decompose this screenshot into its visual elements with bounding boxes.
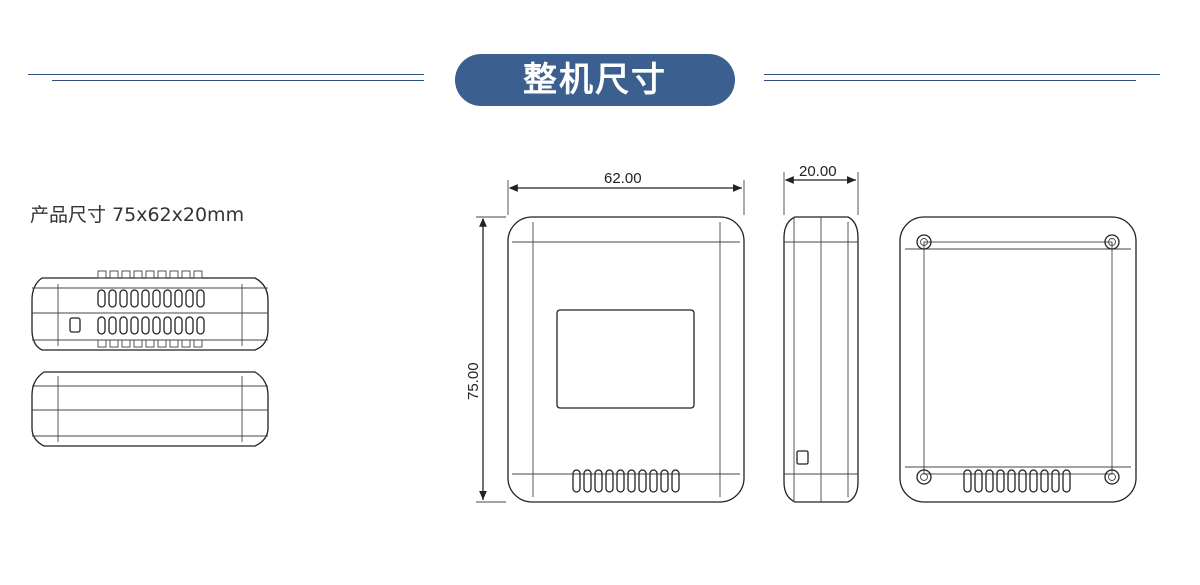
- vent-slot: [583, 469, 592, 493]
- vent-slot: [130, 316, 139, 335]
- vent-tooth: [97, 339, 107, 348]
- vent-slot: [108, 289, 117, 308]
- vent-slot: [152, 289, 161, 308]
- vent-slot: [185, 316, 194, 335]
- screw-icon: [1108, 473, 1116, 481]
- screw-icon: [1108, 238, 1116, 246]
- vent-slot: [97, 316, 106, 335]
- vent-tooth: [97, 270, 107, 279]
- vent-tooth: [157, 270, 167, 279]
- depth-label: 20.00: [799, 163, 837, 180]
- width-label: 62.00: [604, 170, 642, 187]
- vent-slot: [119, 289, 128, 308]
- vent-slot: [141, 316, 150, 335]
- vent-tooth: [121, 339, 131, 348]
- vent-slot: [163, 289, 172, 308]
- vent-slot: [605, 469, 614, 493]
- vent-tooth: [109, 339, 119, 348]
- screw-icon: [1104, 469, 1120, 485]
- back-view: [899, 216, 1137, 503]
- vent-slot: [616, 469, 625, 493]
- width-dimension: 62.00: [507, 170, 745, 215]
- vent-slot: [671, 469, 680, 493]
- vent-tooth: [109, 270, 119, 279]
- vent-slot: [974, 469, 983, 493]
- vent-slot: [627, 469, 636, 493]
- screw-icon: [920, 473, 928, 481]
- vent-tooth: [145, 270, 155, 279]
- screw-icon: [920, 238, 928, 246]
- vent-slot: [1062, 469, 1071, 493]
- vent-slot: [108, 316, 117, 335]
- depth-dimension: 20.00: [783, 163, 859, 215]
- vent-tooth: [169, 339, 179, 348]
- vent-slot: [196, 289, 205, 308]
- vent-slot: [638, 469, 647, 493]
- section-title: 整机尺寸: [455, 54, 735, 106]
- vent-slot: [1051, 469, 1060, 493]
- vent-tooth: [133, 270, 143, 279]
- depth-view: [783, 216, 859, 503]
- vent-slot: [1040, 469, 1049, 493]
- vent-slot: [119, 316, 128, 335]
- vent-slot: [1018, 469, 1027, 493]
- top-view: [31, 270, 269, 351]
- product-size-label: 产品尺寸 75x62x20mm: [30, 204, 245, 226]
- vent-slot: [163, 316, 172, 335]
- header-line-right-top: [764, 74, 1160, 75]
- screw-icon: [916, 234, 932, 250]
- vent-slot: [196, 316, 205, 335]
- vent-tooth: [133, 339, 143, 348]
- header-line-right-bottom: [764, 80, 1136, 81]
- vent-slot: [1029, 469, 1038, 493]
- vent-slot: [185, 289, 194, 308]
- vent-tooth: [121, 270, 131, 279]
- vent-slot: [152, 316, 161, 335]
- vent-tooth: [181, 339, 191, 348]
- vent-slot: [572, 469, 581, 493]
- front-view: [507, 216, 745, 503]
- side-view: [31, 371, 269, 447]
- vent-slot: [996, 469, 1005, 493]
- height-label: 75.00: [465, 362, 482, 400]
- vent-slot: [660, 469, 669, 493]
- vent-tooth: [193, 339, 203, 348]
- vent-slot: [649, 469, 658, 493]
- port: [796, 450, 809, 465]
- header-line-left-bottom: [52, 80, 424, 81]
- vent-tooth: [169, 270, 179, 279]
- vent-tooth: [181, 270, 191, 279]
- vent-slot: [985, 469, 994, 493]
- vent-slot: [130, 289, 139, 308]
- vent-slot: [174, 316, 183, 335]
- vent-slot: [594, 469, 603, 493]
- vent-slot: [174, 289, 183, 308]
- vent-slot: [141, 289, 150, 308]
- screw-icon: [916, 469, 932, 485]
- header-line-left-top: [28, 74, 424, 75]
- vent-tooth: [193, 270, 203, 279]
- vent-tooth: [145, 339, 155, 348]
- vent-slot: [97, 289, 106, 308]
- vent-slot: [1007, 469, 1016, 493]
- height-dimension: 75.00: [465, 216, 506, 503]
- display-window: [556, 309, 695, 409]
- vent-slot: [963, 469, 972, 493]
- screw-icon: [1104, 234, 1120, 250]
- vent-tooth: [157, 339, 167, 348]
